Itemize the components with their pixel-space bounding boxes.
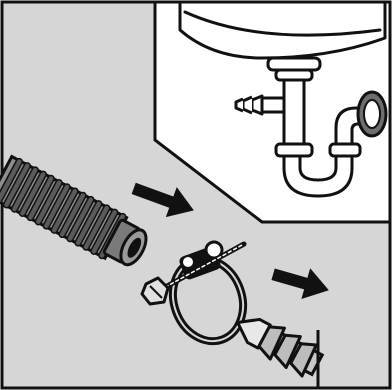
slip-nut [276, 144, 312, 156]
slip-nut [330, 144, 360, 156]
clamp-housing-eye [182, 256, 194, 268]
wall-flange [358, 92, 386, 136]
